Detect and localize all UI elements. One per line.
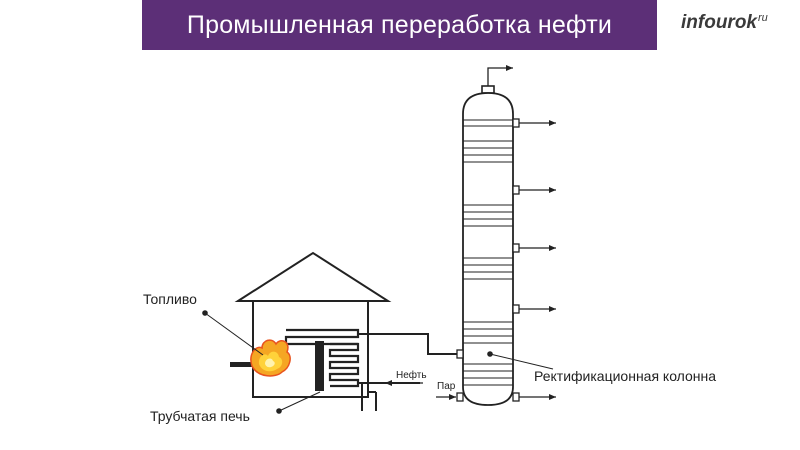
callouts [202,310,554,414]
furnace-pointer-line [278,391,321,412]
tray-group-1 [463,119,513,163]
rectification-column [436,65,556,406]
furnace-roof [234,251,392,302]
flame-icon [250,339,291,377]
steam-label: Пар [437,381,456,392]
tube-furnace [230,251,457,411]
title-bar: Промышленная переработка нефти [142,0,657,50]
logo-text: infourok [681,12,757,33]
tray-group-4 [463,321,513,344]
tray-group-2 [463,204,513,227]
column-feed-nozzle [456,349,464,359]
column-pointer-line [489,353,554,370]
burner-pipe [230,362,254,367]
fuel-label: Топливо [143,291,197,307]
infourok-logo: infourok ru [681,12,768,36]
column-steam-nozzle [456,392,464,402]
column-label: Ректификационная колонна [534,368,716,384]
convection-tubes [284,328,360,346]
column-shell [462,92,514,406]
fuel-pointer-line [204,312,264,356]
tray-group-3 [463,257,513,280]
column-outlets [512,118,556,402]
furnace-coil [328,342,360,388]
furnace-outlet-pipe [358,333,457,355]
oil-label: Нефть [396,369,427,381]
furnace-label: Трубчатая печь [150,408,250,424]
column-top-vent [487,65,513,86]
tray-group-5 [463,363,513,386]
page-title: Промышленная переработка нефти [186,10,613,39]
furnace-partition [315,341,324,391]
logo-suffix: ru [758,12,768,24]
column-top-cap [481,85,495,94]
